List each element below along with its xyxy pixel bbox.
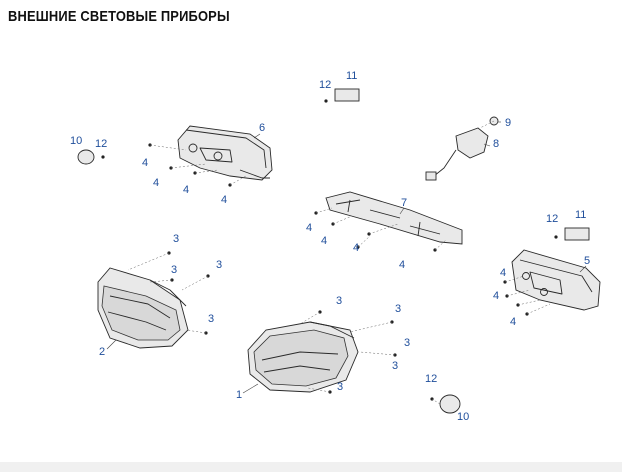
callout-3: 3 — [216, 259, 222, 271]
callout-12: 12 — [546, 213, 558, 225]
callout-4: 4 — [493, 290, 499, 302]
part-10-cap-left — [77, 149, 95, 165]
callout-4: 4 — [353, 242, 359, 254]
page-title: ВНЕШНИЕ СВЕТОВЫЕ ПРИБОРЫ — [8, 8, 230, 25]
callout-4: 4 — [510, 316, 516, 328]
callout-4: 4 — [321, 235, 327, 247]
callout-10: 10 — [457, 411, 469, 423]
part-11-plate-top — [334, 88, 360, 102]
callout-8: 8 — [493, 138, 499, 150]
callout-7: 7 — [401, 197, 407, 209]
part-8-side-light — [425, 127, 489, 181]
callout-3: 3 — [395, 303, 401, 315]
leader-lines — [106, 120, 587, 405]
callout-4: 4 — [500, 267, 506, 279]
callout-3: 3 — [337, 381, 343, 393]
callout-6: 6 — [259, 122, 265, 134]
part-6-rear-light-housing — [177, 125, 273, 181]
callout-4: 4 — [183, 184, 189, 196]
callout-9: 9 — [505, 117, 511, 129]
callout-12: 12 — [425, 373, 437, 385]
callout-4: 4 — [153, 177, 159, 189]
callout-3: 3 — [173, 233, 179, 245]
callout-10: 10 — [70, 135, 82, 147]
part-5-rear-light-housing — [511, 249, 601, 311]
callout-3: 3 — [208, 313, 214, 325]
callout-4: 4 — [399, 259, 405, 271]
callout-4: 4 — [306, 222, 312, 234]
part-11-plate-right — [564, 227, 590, 241]
callout-12: 12 — [319, 79, 331, 91]
callout-3: 3 — [171, 264, 177, 276]
callout-4: 4 — [142, 157, 148, 169]
callout-1: 1 — [236, 389, 242, 401]
callout-labels: 1 2 3 3 3 3 3 3 3 3 3 4 4 4 4 4 4 4 4 4 … — [70, 70, 590, 423]
callout-4: 4 — [221, 194, 227, 206]
part-7-bracket — [325, 191, 463, 245]
callout-2: 2 — [99, 346, 105, 358]
callout-3: 3 — [336, 295, 342, 307]
part-1-headlight — [247, 321, 359, 393]
callout-5: 5 — [584, 255, 590, 267]
callout-11: 11 — [575, 209, 586, 221]
callout-3: 3 — [404, 337, 410, 349]
part-2-headlight — [97, 267, 189, 349]
callout-3: 3 — [392, 360, 398, 372]
callout-12: 12 — [95, 138, 107, 150]
callout-11: 11 — [346, 70, 357, 82]
footer-bar — [0, 462, 622, 472]
